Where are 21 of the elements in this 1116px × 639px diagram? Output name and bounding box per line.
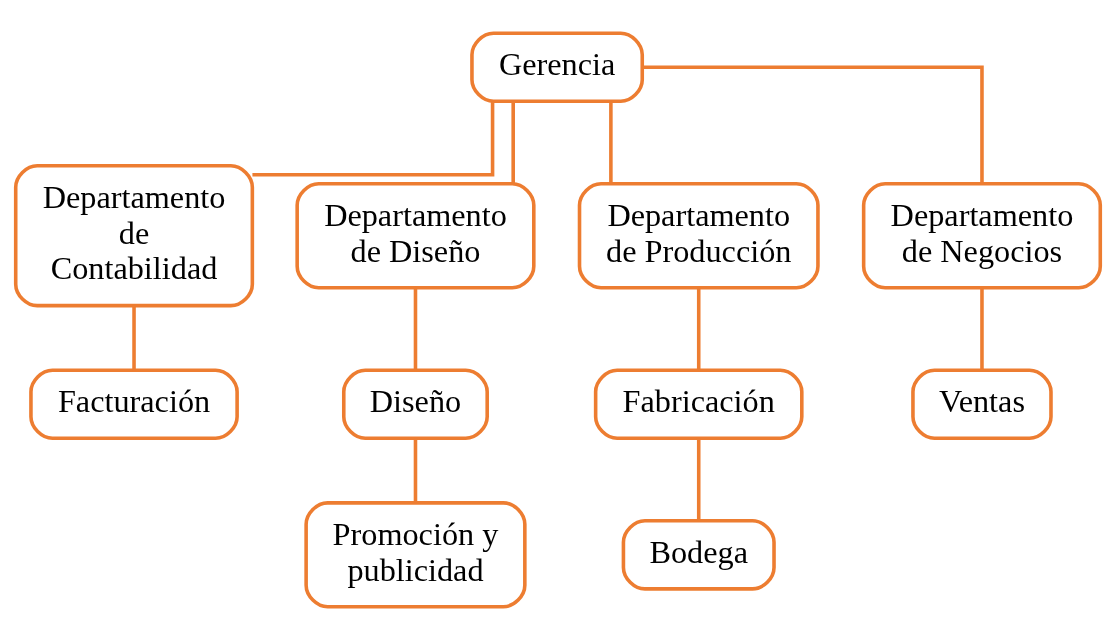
node-box: Ventas xyxy=(911,367,1053,440)
node-box: Departamento de Negocios xyxy=(861,181,1103,290)
node-box: Bodega xyxy=(621,518,776,591)
connector xyxy=(642,64,984,183)
node-box: Promoción y publicidad xyxy=(304,500,527,609)
node-box: Fabricación xyxy=(593,367,804,440)
node-box: Facturación xyxy=(29,367,239,440)
connector xyxy=(980,287,984,370)
connector xyxy=(609,100,613,183)
connector xyxy=(413,287,418,370)
node-box: Departamento de Contabilidad xyxy=(13,163,255,307)
connector xyxy=(413,437,418,502)
node-box: Departamento de Diseño xyxy=(295,181,536,290)
connector xyxy=(252,101,495,177)
node-box: Diseño xyxy=(341,367,489,440)
connector xyxy=(696,287,701,370)
connector xyxy=(696,437,701,520)
node-box: Gerencia xyxy=(470,30,645,103)
node-box: Departamento de Producción xyxy=(577,181,820,290)
connector xyxy=(511,100,515,183)
connector xyxy=(132,305,136,370)
